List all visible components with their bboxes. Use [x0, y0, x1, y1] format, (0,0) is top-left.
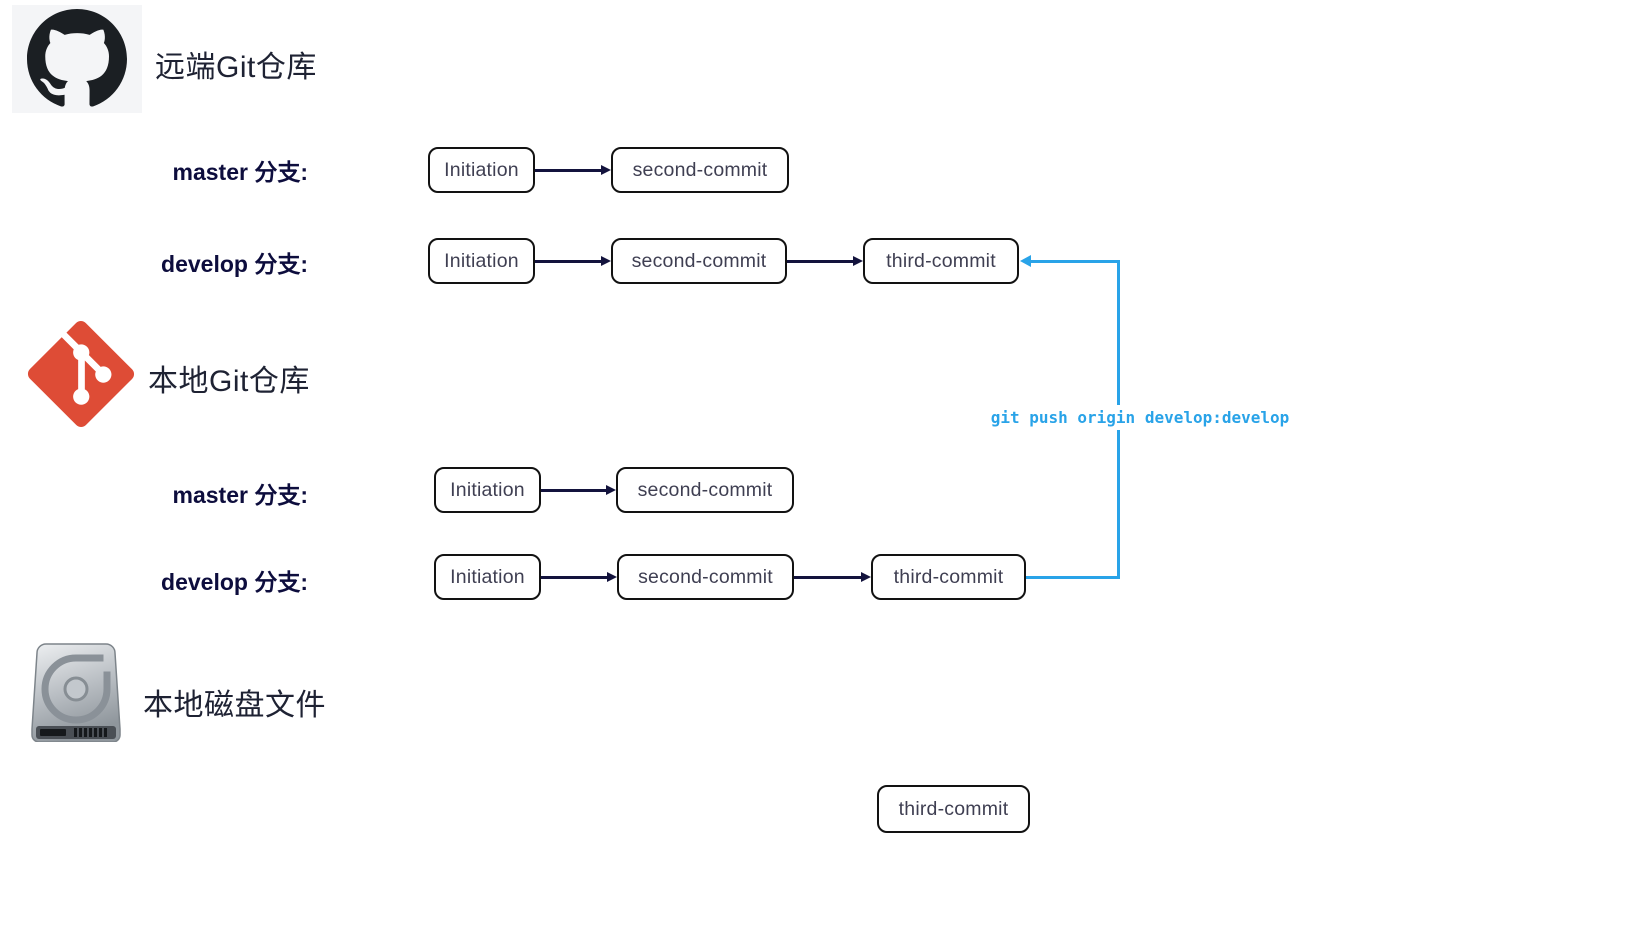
- local-master-branch-label: master 分支:: [172, 482, 308, 508]
- commit-box: third-commit: [871, 554, 1026, 600]
- push-command-label: git push origin develop:develop: [988, 405, 1292, 430]
- commit-box: Initiation: [428, 147, 535, 193]
- commit-arrow: [535, 168, 602, 172]
- commit-arrow: [787, 259, 854, 263]
- commit-box: Initiation: [434, 467, 541, 513]
- commit-box: third-commit: [863, 238, 1019, 284]
- remote-master-branch-label: master 分支:: [172, 159, 308, 185]
- push-connector-top-line: [1031, 259, 1119, 263]
- git-icon: [25, 318, 137, 430]
- remote-section-title: 远端Git仓库: [155, 51, 317, 84]
- commit-arrow: [794, 575, 862, 579]
- commit-box: third-commit: [877, 785, 1030, 833]
- disk-section-title: 本地磁盘文件: [143, 689, 326, 722]
- hard-drive-icon: [28, 642, 124, 743]
- commit-arrow: [535, 259, 602, 263]
- push-arrowhead-icon: [1020, 255, 1031, 267]
- commit-box: second-commit: [616, 467, 794, 513]
- remote-develop-branch-label: develop 分支:: [161, 251, 308, 277]
- commit-box: second-commit: [611, 147, 789, 193]
- commit-arrow: [541, 575, 608, 579]
- commit-box: Initiation: [434, 554, 541, 600]
- push-connector-bottom-line: [1026, 576, 1120, 579]
- commit-box: Initiation: [428, 238, 535, 284]
- commit-arrow: [541, 488, 607, 492]
- commit-box: second-commit: [617, 554, 794, 600]
- local-section-title: 本地Git仓库: [148, 365, 310, 398]
- local-develop-branch-label: develop 分支:: [161, 569, 308, 595]
- commit-box: second-commit: [611, 238, 787, 284]
- github-icon: [12, 5, 142, 113]
